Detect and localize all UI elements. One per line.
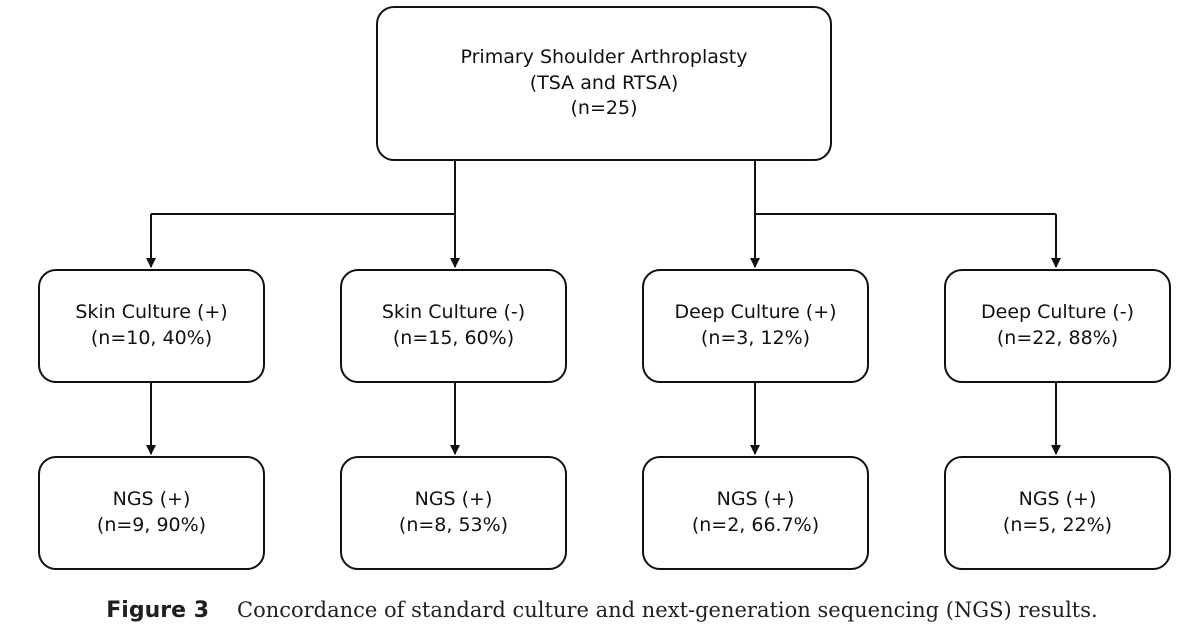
root-title: Primary Shoulder Arthroplasty (460, 46, 748, 69)
node-deep-culture-positive: Deep Culture (+) (n=3, 12%) (642, 269, 869, 383)
node-skin-culture-negative: Skin Culture (-) (n=15, 60%) (340, 269, 567, 383)
node-count: (n=22, 88%) (996, 327, 1119, 349)
node-count: (n=10, 40%) (90, 327, 213, 349)
root-node-primary-shoulder-arthroplasty: Primary Shoulder Arthroplasty (TSA and R… (376, 6, 832, 161)
figure-caption: Figure 3 Concordance of standard culture … (0, 598, 1204, 623)
node-skin-culture-positive: Skin Culture (+) (n=10, 40%) (38, 269, 265, 383)
node-label: NGS (+) (716, 488, 795, 511)
node-label: Skin Culture (-) (381, 301, 526, 324)
node-label: Skin Culture (+) (75, 301, 228, 324)
node-count: (n=2, 66.7%) (691, 514, 820, 536)
node-label: NGS (+) (112, 488, 191, 511)
figure-label: Figure 3 (106, 598, 209, 623)
node-ngs-skin-positive: NGS (+) (n=9, 90%) (38, 456, 265, 570)
node-label: NGS (+) (1018, 488, 1097, 511)
node-count: (n=5, 22%) (1002, 514, 1113, 536)
node-ngs-skin-negative: NGS (+) (n=8, 53%) (340, 456, 567, 570)
figure-caption-text: Concordance of standard culture and next… (237, 598, 1098, 622)
root-subtitle: (TSA and RTSA) (529, 71, 679, 94)
node-ngs-deep-positive: NGS (+) (n=2, 66.7%) (642, 456, 869, 570)
node-ngs-deep-negative: NGS (+) (n=5, 22%) (944, 456, 1171, 570)
node-label: NGS (+) (414, 488, 493, 511)
node-label: Deep Culture (-) (981, 301, 1134, 324)
root-count: (n=25) (570, 97, 638, 120)
node-label: Deep Culture (+) (674, 301, 837, 324)
node-count: (n=15, 60%) (392, 327, 515, 349)
node-count: (n=3, 12%) (700, 327, 811, 349)
node-count: (n=9, 90%) (96, 514, 207, 536)
node-count: (n=8, 53%) (398, 514, 509, 536)
node-deep-culture-negative: Deep Culture (-) (n=22, 88%) (944, 269, 1171, 383)
